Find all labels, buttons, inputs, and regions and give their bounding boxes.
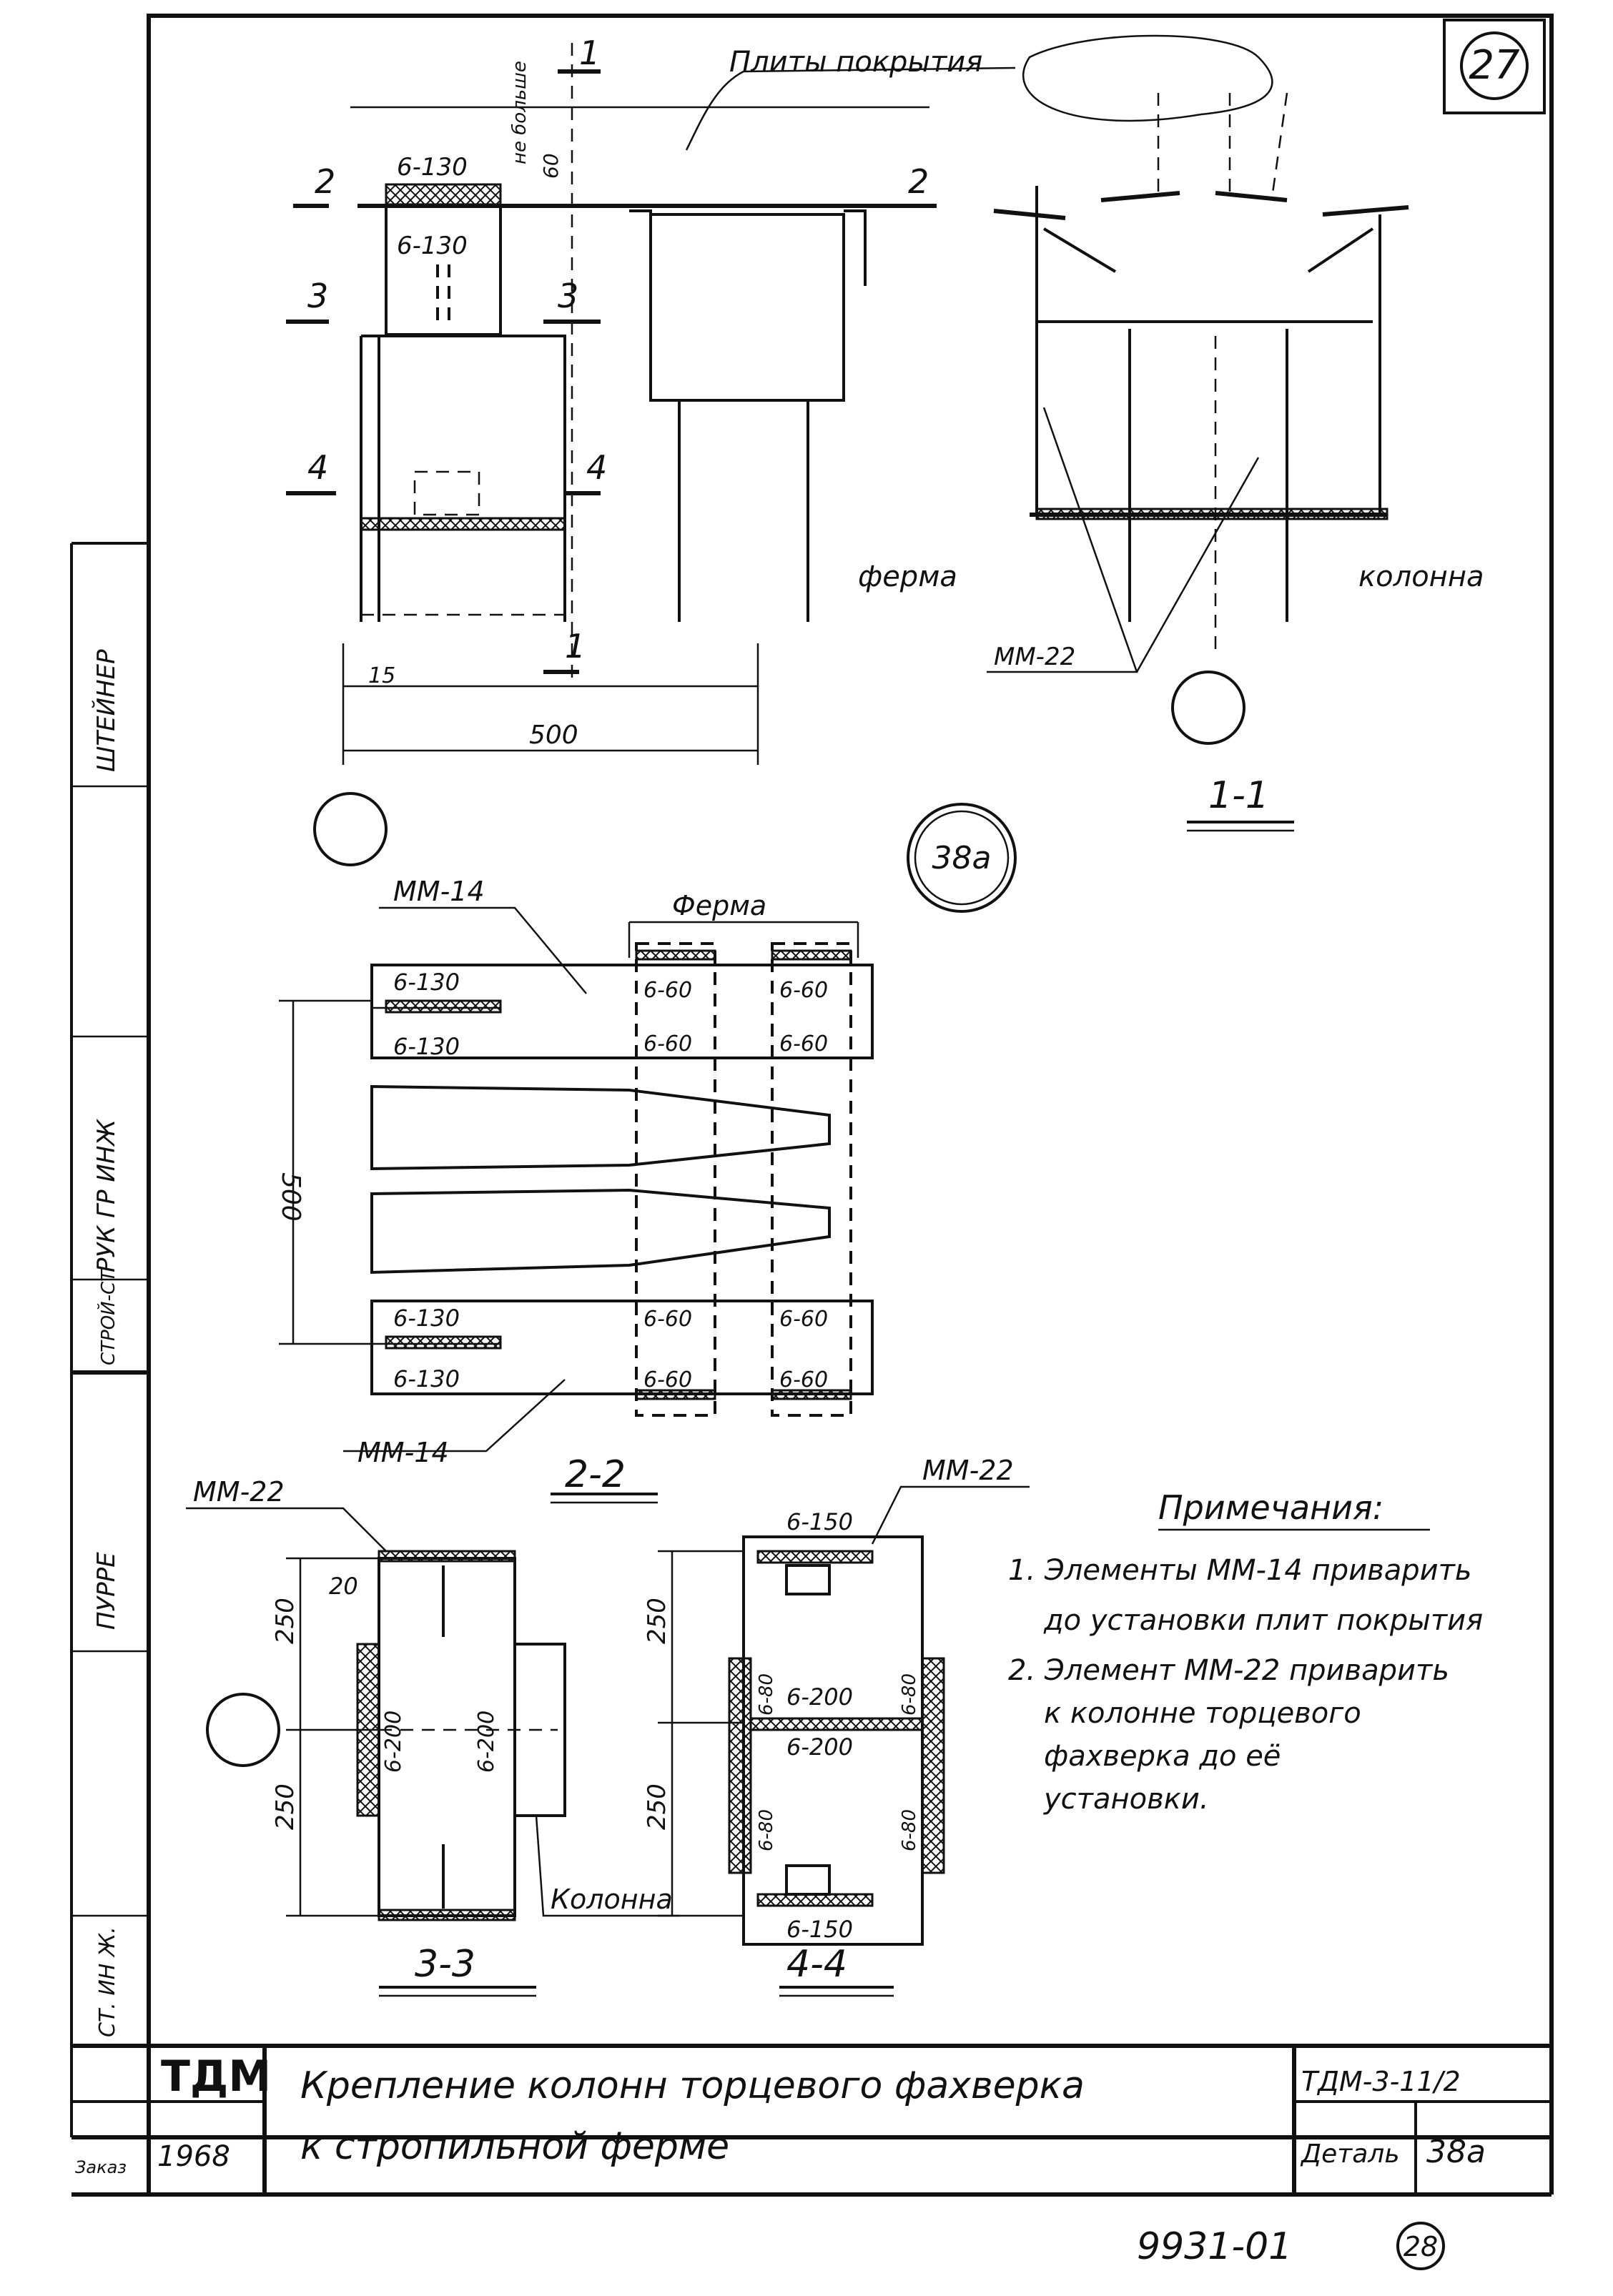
note-1-line-2: до установки плит покрытия — [1043, 1604, 1483, 1637]
mm14-top-label: ММ-14 — [393, 876, 485, 907]
section-1-1-title: 1-1 — [1208, 774, 1269, 817]
stamp-role-4: ПУРРЕ — [92, 1552, 121, 1630]
section-4-4-view — [658, 1485, 1030, 1997]
title-block-frame — [71, 2044, 1554, 2197]
dim-500-plan: 500 — [276, 1172, 305, 1222]
section-1-1-view — [987, 34, 1409, 832]
section-2-2-title: 2-2 — [565, 1453, 626, 1496]
stamp-role-3: СТРОЙ-СТ — [97, 1269, 119, 1365]
weld-6-130-b: 6-130 — [393, 1033, 460, 1060]
weld-6-80-c: 6-80 — [756, 1809, 777, 1851]
weld-6-200-4-4-b: 6-200 — [786, 1733, 853, 1761]
section-mark-4-right: 4 — [586, 448, 607, 487]
page-circle — [1396, 2222, 1445, 2270]
detail-circle — [907, 803, 1017, 913]
mm22-4-4-label: ММ-22 — [922, 1455, 1014, 1486]
note-2-line-4: установки. — [1043, 1783, 1209, 1816]
org-code: ТДМ — [161, 2052, 271, 2102]
dim-250-4-4-top: 250 — [643, 1598, 671, 1644]
weld-6-60-g: 6-60 — [643, 1367, 692, 1392]
weld-6-130-d: 6-130 — [393, 1365, 460, 1392]
note-max: не больше — [509, 61, 531, 164]
weld-6-60-c: 6-60 — [643, 1031, 692, 1057]
elevation-view — [286, 43, 1016, 866]
column-label: колонна — [1358, 560, 1484, 593]
weld-6-80-d: 6-80 — [899, 1809, 920, 1851]
weld-6-60-d: 6-60 — [779, 1031, 828, 1057]
detail-label: Деталь — [1300, 2139, 1400, 2169]
note-2-line-2: к колонне торцевого — [1044, 1697, 1361, 1730]
bottom-code: 9931-01 — [1137, 2225, 1292, 2268]
weld-6-130-a: 6-130 — [393, 969, 460, 996]
dim-15: 15 — [368, 663, 395, 688]
note-2-line-1: 2. Элемент ММ-22 приварить — [1008, 1654, 1449, 1687]
truss-label: ферма — [858, 560, 957, 593]
stamp-role-5: СТ. ИН Ж. — [95, 1926, 120, 2037]
section-3-3-view — [186, 1507, 679, 1997]
weld-top-label: 6-130 — [397, 153, 468, 182]
section-mark-4-left: 4 — [307, 448, 328, 487]
stamp-role-6: Заказ — [75, 2157, 127, 2177]
section-mark-1-bottom: 1 — [565, 627, 586, 665]
weld-6-60-e: 6-60 — [643, 1307, 692, 1332]
note-2-line-3: фахверка до её — [1044, 1740, 1281, 1773]
stamp-role-1: ШТЕЙНЕР — [92, 649, 121, 772]
weld-6-200-3-3-a: 6-200 — [381, 1711, 406, 1773]
weld-6-60-f: 6-60 — [779, 1307, 828, 1332]
section-mark-1-top: 1 — [579, 34, 600, 72]
section-mark-3-right: 3 — [558, 277, 578, 315]
weld-mid-label: 6-130 — [397, 232, 468, 260]
weld-6-150-bottom: 6-150 — [786, 1916, 853, 1943]
title-line-2: к стропильной ферме — [300, 2125, 729, 2168]
weld-6-60-b: 6-60 — [779, 978, 828, 1003]
note-1-line-1: 1. Элементы ММ-14 приварить — [1008, 1554, 1471, 1587]
section-mark-2-right: 2 — [908, 162, 929, 201]
title-line-1: Крепление колонн торцевого фахверка — [300, 2064, 1085, 2107]
dim-500-top: 500 — [529, 721, 578, 750]
weld-6-60-h: 6-60 — [779, 1367, 828, 1392]
section-mark-3-left: 3 — [307, 277, 328, 315]
section-4-4-title: 4-4 — [786, 1943, 847, 1986]
note-60: 60 — [539, 153, 563, 179]
section-2-2-view — [279, 906, 874, 1504]
mm22-3-3-label: ММ-22 — [193, 1476, 285, 1508]
dim-250-4-4-bottom: 250 — [643, 1783, 671, 1830]
section-mark-2-left: 2 — [315, 162, 335, 201]
dim-250-3-3-bottom: 250 — [271, 1783, 300, 1830]
weld-6-60-a: 6-60 — [643, 978, 692, 1003]
section-3-3-title: 3-3 — [415, 1943, 475, 1986]
mm14-bottom-label: ММ-14 — [357, 1437, 449, 1468]
sheet-number-badge — [1443, 19, 1546, 114]
plates-label: Плиты покрытия — [729, 46, 982, 79]
detail-value: 38а — [1426, 2134, 1486, 2170]
dim-20: 20 — [329, 1573, 358, 1600]
weld-6-80-b: 6-80 — [899, 1673, 920, 1716]
dim-250-3-3-top: 250 — [271, 1598, 300, 1644]
truss-label-2-2: Ферма — [672, 890, 766, 921]
bottom-page-number: 28 — [1404, 2231, 1438, 2262]
year: 1968 — [157, 2140, 230, 2173]
column-3-3-label: Колонна — [551, 1884, 673, 1915]
mm22-label-top: ММ-22 — [994, 643, 1075, 671]
series-code: ТДМ-3-11/2 — [1301, 2066, 1461, 2097]
stamp-role-2: РУК ГР ИНЖ — [92, 1119, 121, 1272]
sheet-number: 27 — [1469, 42, 1520, 89]
weld-6-200-3-3-b: 6-200 — [474, 1711, 499, 1773]
detail-circle-label: 38a — [932, 840, 992, 876]
notes-heading: Примечания: — [1158, 1488, 1383, 1527]
weld-6-200-4-4-a: 6-200 — [786, 1683, 853, 1711]
weld-6-130-c: 6-130 — [393, 1305, 460, 1332]
weld-6-150-top: 6-150 — [786, 1508, 853, 1535]
weld-6-80-a: 6-80 — [756, 1673, 777, 1716]
